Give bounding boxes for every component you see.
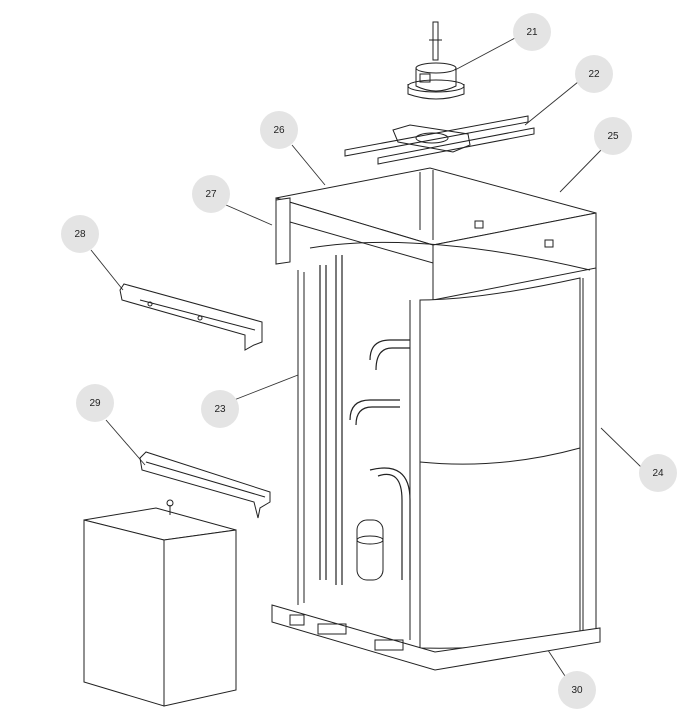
motor-bracket-part xyxy=(344,115,535,165)
callout-23: 23 xyxy=(201,390,239,428)
callout-28: 28 xyxy=(61,215,99,253)
refrigerant-piping xyxy=(319,255,411,585)
callout-27: 27 xyxy=(192,175,230,213)
callout-24: 24 xyxy=(639,454,677,492)
callout-26: 26 xyxy=(260,111,298,149)
callout-25: 25 xyxy=(594,117,632,155)
lower-bracket-part xyxy=(139,451,271,519)
front-cover-box-part xyxy=(83,499,237,707)
upper-bracket-part xyxy=(119,283,263,351)
callout-30: 30 xyxy=(558,671,596,709)
callout-29: 29 xyxy=(76,384,114,422)
callout-21: 21 xyxy=(513,13,551,51)
callout-22: 22 xyxy=(575,55,613,93)
front-panel-part xyxy=(409,277,581,649)
fan-motor-part xyxy=(407,21,465,100)
accumulator-part xyxy=(356,519,384,581)
side-flange-part xyxy=(275,197,291,265)
base-pan-part xyxy=(271,604,601,671)
top-panel-part xyxy=(275,167,597,301)
